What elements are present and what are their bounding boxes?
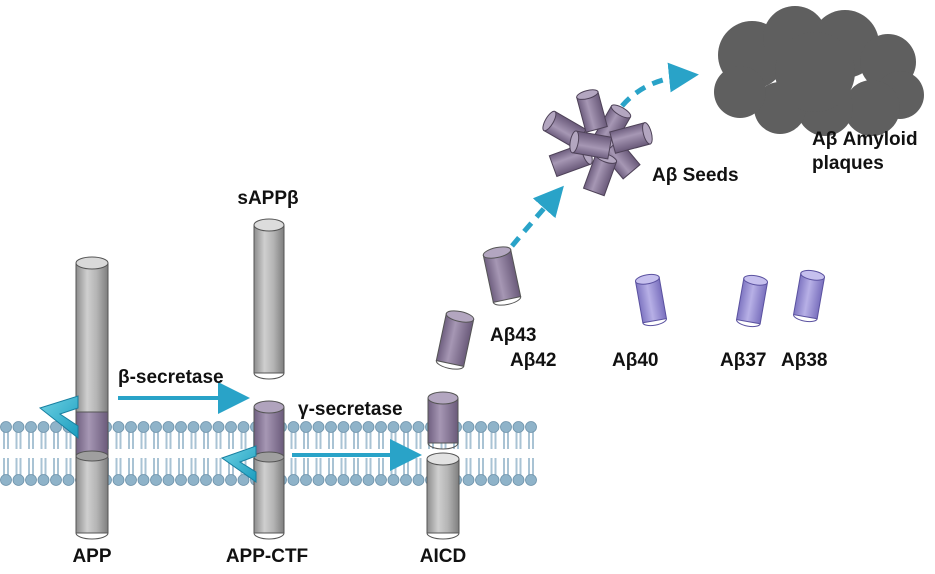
label-app: APP xyxy=(72,546,111,567)
label-aicd: AICD xyxy=(420,546,466,567)
label-abeta37: Aβ37 xyxy=(720,350,766,371)
label-abeta40: Aβ40 xyxy=(612,350,658,371)
label-plaques-line2: plaques xyxy=(812,153,884,174)
label-gamma-secretase: γ-secretase xyxy=(298,399,403,420)
sappbeta-fragment xyxy=(253,218,285,380)
abeta43-to-seeds-arrow xyxy=(510,185,564,248)
abeta-seeds-cluster xyxy=(542,89,653,197)
abeta-membrane-fragment xyxy=(427,391,459,450)
abeta43-cylinder xyxy=(482,246,522,306)
lipid-bilayer-membrane xyxy=(0,421,537,486)
label-beta-secretase: β-secretase xyxy=(118,367,224,388)
abeta38-cylinder xyxy=(792,269,826,323)
aicd-protein xyxy=(426,452,460,540)
abeta42-cylinder xyxy=(435,310,475,370)
abeta40-cylinder xyxy=(634,273,668,327)
label-abeta42: Aβ42 xyxy=(510,350,556,371)
label-abeta38: Aβ38 xyxy=(781,350,827,371)
label-abeta43: Aβ43 xyxy=(490,325,536,346)
label-sappbeta: sAPPβ xyxy=(237,188,298,209)
seeds-to-plaques-arrow xyxy=(620,62,699,108)
label-app-ctf: APP-CTF xyxy=(226,546,308,567)
app-ctf-protein xyxy=(220,400,285,540)
abeta37-cylinder xyxy=(735,274,769,328)
gamma-secretase-enzyme-icon xyxy=(220,445,257,483)
label-plaques-line1: Aβ Amyloid xyxy=(812,129,918,150)
label-abeta-seeds: Aβ Seeds xyxy=(652,165,739,186)
app-protein xyxy=(38,256,109,540)
beta-secretase-enzyme-icon xyxy=(38,395,79,440)
amyloid-plaque-cloud xyxy=(714,6,924,136)
